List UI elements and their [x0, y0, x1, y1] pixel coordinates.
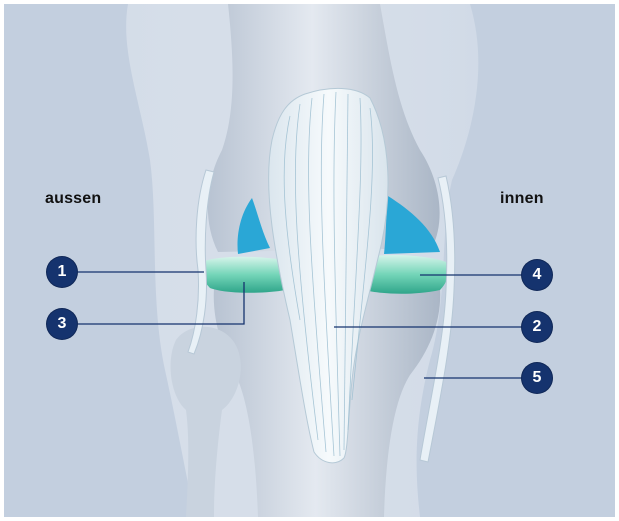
label-inside: innen — [500, 190, 544, 208]
callout-2: 2 — [522, 312, 552, 342]
callout-4: 4 — [522, 260, 552, 290]
callout-5: 5 — [522, 363, 552, 393]
label-outside: aussen — [45, 190, 101, 208]
callout-3: 3 — [47, 309, 77, 339]
callout-1: 1 — [47, 257, 77, 287]
